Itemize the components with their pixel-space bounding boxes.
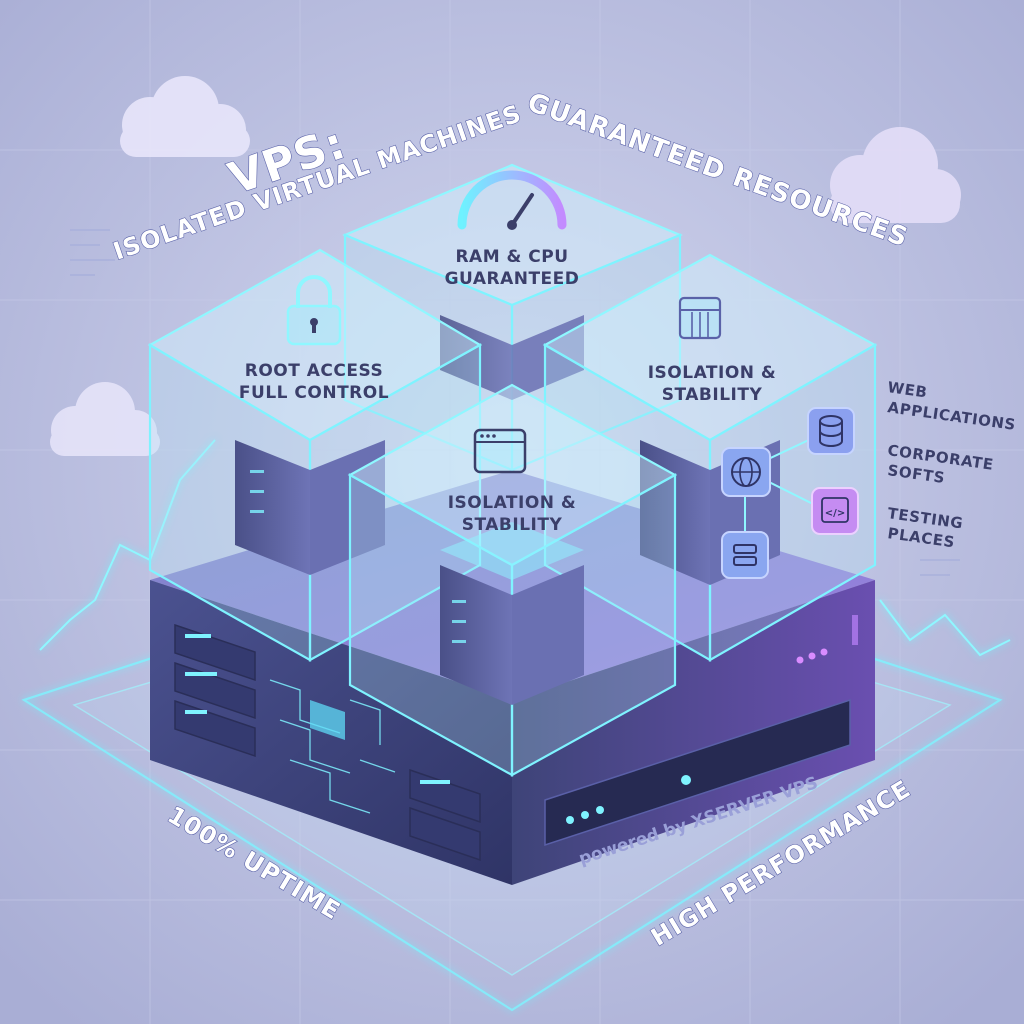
isolation-front-label-line1: ISOLATION & — [448, 493, 577, 513]
root-access-label-line1: ROOT ACCESS — [245, 361, 383, 381]
status-panel — [544, 698, 851, 847]
database-icon — [807, 407, 855, 455]
cloud-icon — [50, 382, 160, 456]
container-icon — [678, 296, 722, 340]
ram-cpu-label-line2: GUARANTEED — [445, 269, 580, 289]
ram-cpu-label-line1: RAM & CPU — [455, 247, 568, 267]
use-case-1-line1: WEB — [886, 378, 928, 401]
trend-line-left — [39, 439, 216, 651]
root-access-label-line2: FULL CONTROL — [239, 383, 389, 403]
speedometer-icon — [457, 170, 567, 230]
trend-line-right — [879, 599, 1011, 657]
circuit-pattern — [269, 679, 396, 814]
vm-box-isolation-front — [347, 383, 678, 777]
status-lights — [566, 775, 691, 824]
storage-icon — [721, 531, 769, 579]
code-window-icon: </> — [811, 487, 859, 535]
isolation-right-label-line2: STABILITY — [662, 385, 763, 405]
cloud-icon — [120, 76, 250, 157]
code-lines — [70, 229, 960, 576]
isolation-right-label-line1: ISOLATION & — [648, 363, 777, 383]
cloud-icon — [830, 127, 961, 223]
browser-window-icon — [473, 428, 527, 474]
globe-icon — [721, 447, 771, 497]
chip-icon — [310, 700, 345, 740]
isolation-front-label-line2: STABILITY — [462, 515, 563, 535]
lock-icon — [286, 275, 342, 346]
svg-text:</>: </> — [825, 508, 845, 519]
